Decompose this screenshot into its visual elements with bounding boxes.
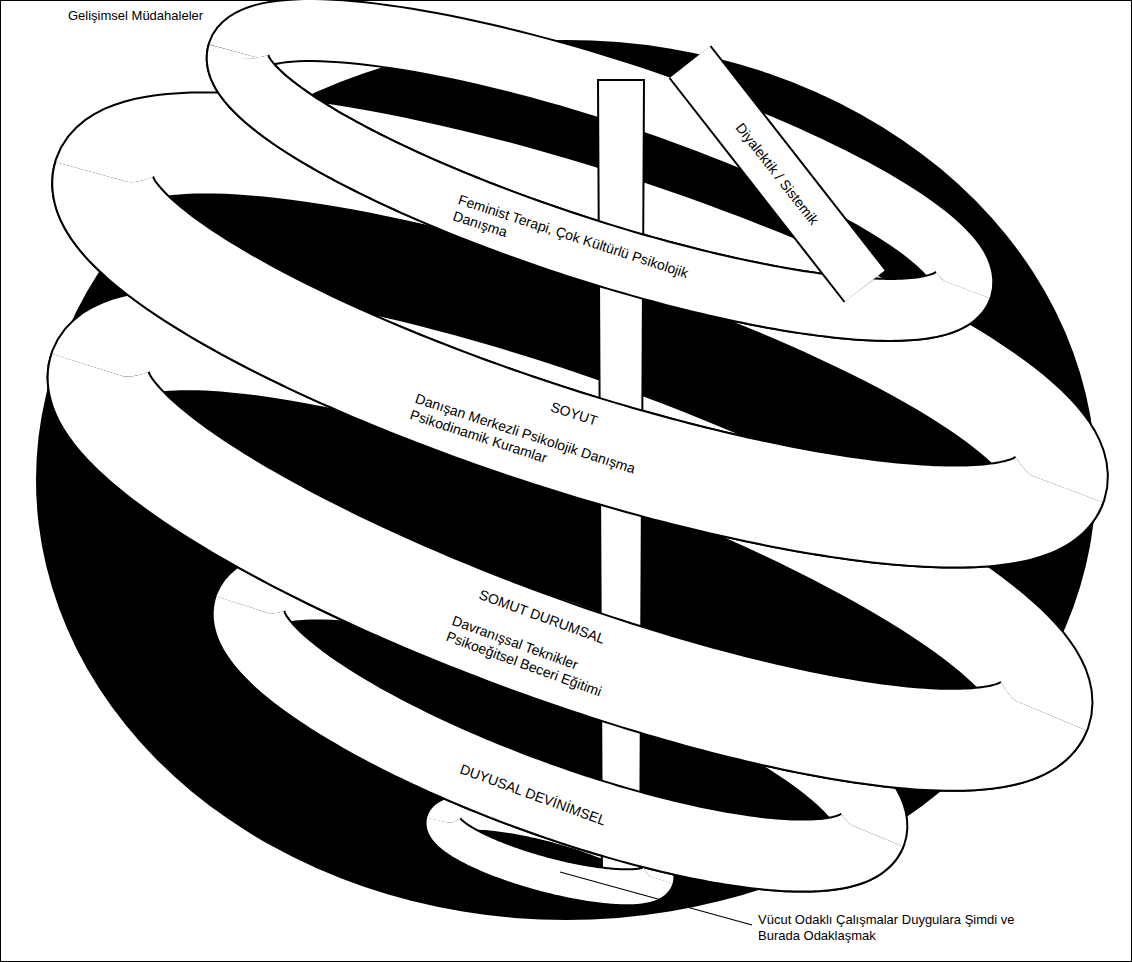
ribbon-band — [99, 369, 1040, 740]
ribbon-band-edge — [99, 369, 1040, 740]
top-ribbon — [690, 62, 865, 286]
callout-label: Vücut Odaklı Çalışmalar Duygulara Şimdi … — [758, 912, 1018, 943]
ribbon-band — [249, 607, 870, 855]
ribbon-back — [99, 30, 1057, 887]
black-sphere — [36, 40, 1096, 920]
top-ribbon-band-edge — [690, 62, 865, 286]
ribbon-band-edge — [444, 822, 657, 888]
top-ribbon-band — [690, 62, 865, 286]
ribbon-front — [99, 53, 1056, 888]
level-label: Diyalektik / Sistemik — [732, 120, 822, 228]
ribbon-band-edge — [249, 607, 870, 855]
leader-line — [560, 872, 752, 925]
approach-label: Feminist Terapi, Çok Kültürlü Psikolojik… — [451, 191, 699, 300]
diagram-title: Gelişimsel Müdahaleler — [68, 8, 203, 24]
ribbon-band — [444, 822, 657, 888]
ribbon-band-edge — [238, 53, 962, 310]
ribbon-band — [238, 53, 962, 310]
level-label: SOYUT — [548, 399, 599, 430]
level-label: DUYUSAL DEVİNİMSEL — [457, 761, 608, 830]
